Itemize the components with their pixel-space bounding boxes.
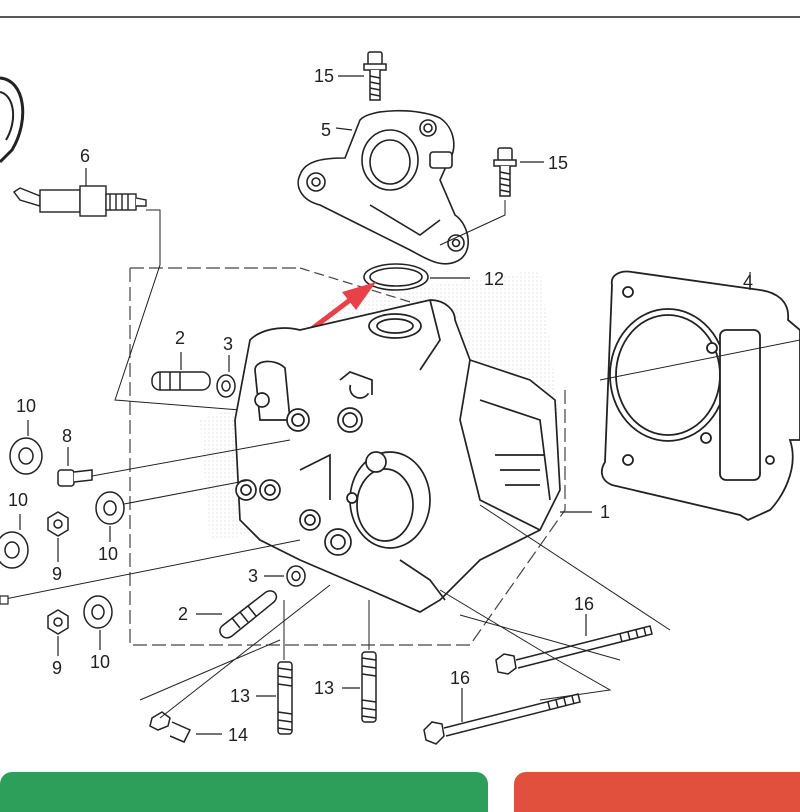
callout-9-a: 9 — [52, 564, 62, 584]
washer-3-upper — [216, 374, 236, 398]
callout-15-top: 15 — [314, 66, 334, 86]
dowel-pin-2-lower — [219, 590, 278, 639]
callout-10-a: 10 — [16, 396, 36, 416]
bolt-16-upper — [495, 625, 653, 675]
washer-3-lower — [286, 565, 306, 587]
washer-10-c — [95, 491, 125, 525]
callout-13-right: 13 — [314, 678, 334, 698]
callout-4: 4 — [743, 272, 753, 292]
callout-5: 5 — [321, 120, 331, 140]
cylinder-head-1 — [234, 299, 561, 613]
callout-2-upper: 2 — [175, 328, 185, 348]
callout-10-b: 10 — [8, 490, 28, 510]
callout-2-lower: 2 — [178, 604, 188, 624]
bolt-15-right — [493, 147, 517, 197]
callout-10-c: 10 — [98, 544, 118, 564]
callout-8: 8 — [62, 426, 72, 446]
dowel-pin-2-upper — [151, 371, 211, 391]
nut-9-b — [47, 609, 69, 635]
callout-15-right: 15 — [548, 153, 568, 173]
nut-9-a — [47, 511, 69, 537]
spark-plug-6 — [12, 185, 147, 217]
washer-10-b — [0, 531, 29, 569]
stud-13-right — [361, 651, 377, 723]
washer-10-a — [9, 437, 43, 475]
green-action-button[interactable] — [0, 772, 488, 812]
callout-16-lower: 16 — [450, 668, 470, 688]
top-divider — [0, 0, 800, 18]
assembly-outline — [129, 267, 566, 646]
o-ring-12 — [363, 263, 429, 291]
head-gasket-4 — [600, 270, 800, 522]
bolt-16-lower — [423, 693, 581, 745]
callout-10-d: 10 — [90, 652, 110, 672]
bolt-8 — [57, 469, 93, 487]
red-action-button[interactable] — [514, 772, 800, 812]
callout-16-upper: 16 — [574, 594, 594, 614]
callout-13-left: 13 — [230, 686, 250, 706]
washer-10-d — [83, 595, 113, 629]
callout-3-lower: 3 — [248, 566, 258, 586]
callout-1: 1 — [600, 502, 610, 522]
bolt-14 — [149, 711, 192, 743]
callout-14: 14 — [228, 725, 248, 745]
bolt-15-top — [363, 51, 387, 101]
callout-9-b: 9 — [52, 658, 62, 678]
callout-3-upper: 3 — [223, 334, 233, 354]
callout-6: 6 — [80, 146, 90, 166]
stud-13-left — [277, 661, 293, 735]
callout-12: 12 — [484, 269, 504, 289]
partial-ring-part — [0, 76, 25, 164]
intake-manifold-5 — [297, 109, 469, 265]
